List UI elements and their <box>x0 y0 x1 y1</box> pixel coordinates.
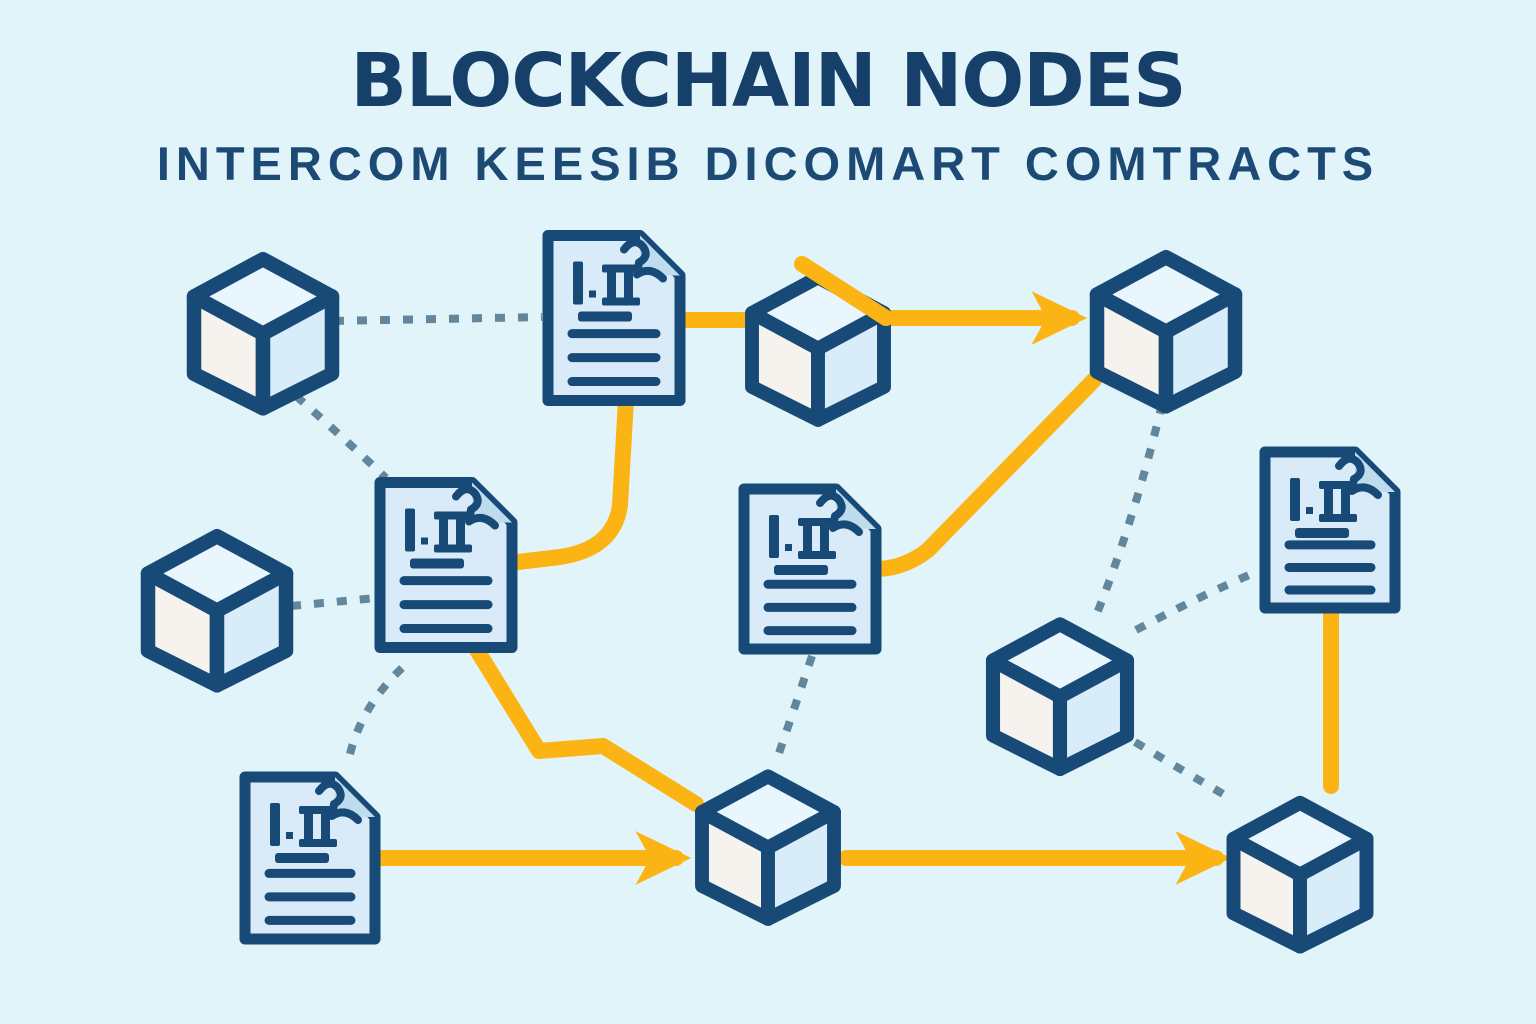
yellow-connections <box>370 291 1339 885</box>
doc-right-icon <box>1259 446 1401 614</box>
dotted-cube-top-right-to-cube-mid-right <box>1092 403 1166 618</box>
cube-bottom-right-icon <box>1226 795 1374 954</box>
page-subtitle: INTERCOM KEESIB DICOMART COMTRACTS <box>156 137 1380 190</box>
yellow-doc-top-center-to-doc-mid-left <box>510 392 634 570</box>
doc-mid-left-icon <box>374 477 518 653</box>
dotted-doc-mid-left-to-doc-bottom-left <box>346 665 405 755</box>
cube-mid-right-icon <box>985 617 1135 777</box>
yellow-over-cube-top-middle-edge <box>794 256 894 326</box>
doc-mid-right-icon <box>738 483 882 655</box>
cube-mid-left-icon <box>140 528 294 693</box>
page-title: BLOCKCHAIN NODES <box>350 38 1187 124</box>
yellow-doc-mid-right-to-cube-top-right <box>870 372 1102 577</box>
dotted-connections <box>290 313 1258 802</box>
dotted-cube-mid-right-to-doc-right <box>1134 568 1258 634</box>
dotted-cube-top-left-to-doc-mid-left <box>293 392 389 481</box>
doc-top-center-icon <box>542 230 686 406</box>
yellow-doc-mid-left-to-cube-bottom-center <box>469 642 704 812</box>
dotted-cube-top-left-to-doc-top-center <box>333 313 543 325</box>
doc-bottom-left-icon <box>239 771 381 945</box>
dotted-cube-mid-right-to-cube-bottom-right <box>1132 738 1233 802</box>
dotted-doc-mid-right-to-cube-bottom-center <box>772 654 816 764</box>
yellow-overlay-connections <box>794 256 894 326</box>
cube-top-left-icon <box>186 251 340 416</box>
dotted-cube-mid-left-to-doc-mid-left <box>290 594 377 610</box>
diagram-nodes <box>140 230 1401 954</box>
cube-bottom-center-icon <box>695 769 841 926</box>
cube-top-right-icon <box>1089 249 1243 414</box>
